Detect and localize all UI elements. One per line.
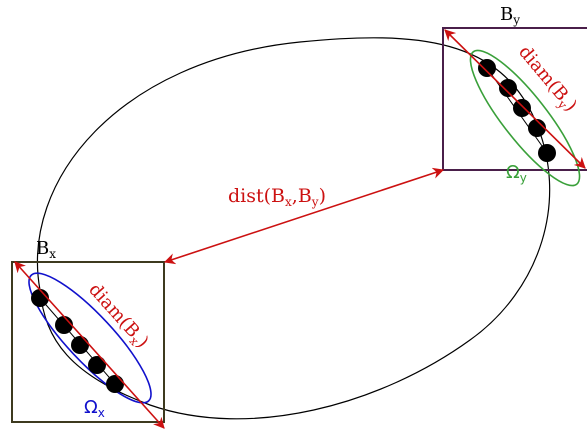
label-omega-x: Ωx [84, 397, 105, 420]
label-diam-x: diam(Bx) [83, 279, 153, 353]
diam-x-arrow [14, 261, 165, 429]
point-x-2 [55, 316, 73, 334]
point-x-4 [88, 356, 106, 374]
point-y-5 [538, 144, 556, 162]
box-by [442, 27, 587, 171]
dist-arrow [163, 167, 445, 265]
point-y-2 [499, 79, 517, 97]
point-x-5 [106, 375, 124, 393]
label-by: By [500, 4, 520, 27]
point-x-3 [71, 336, 89, 354]
label-dist: dist(Bx,By) [228, 185, 326, 209]
diam-y-arrow [444, 29, 586, 169]
label-omega-y: Ωy [506, 162, 527, 185]
label-bx: Bx [36, 238, 56, 261]
point-y-3 [513, 99, 531, 117]
point-y-1 [478, 59, 496, 77]
outer-loop-curve [36, 37, 551, 420]
